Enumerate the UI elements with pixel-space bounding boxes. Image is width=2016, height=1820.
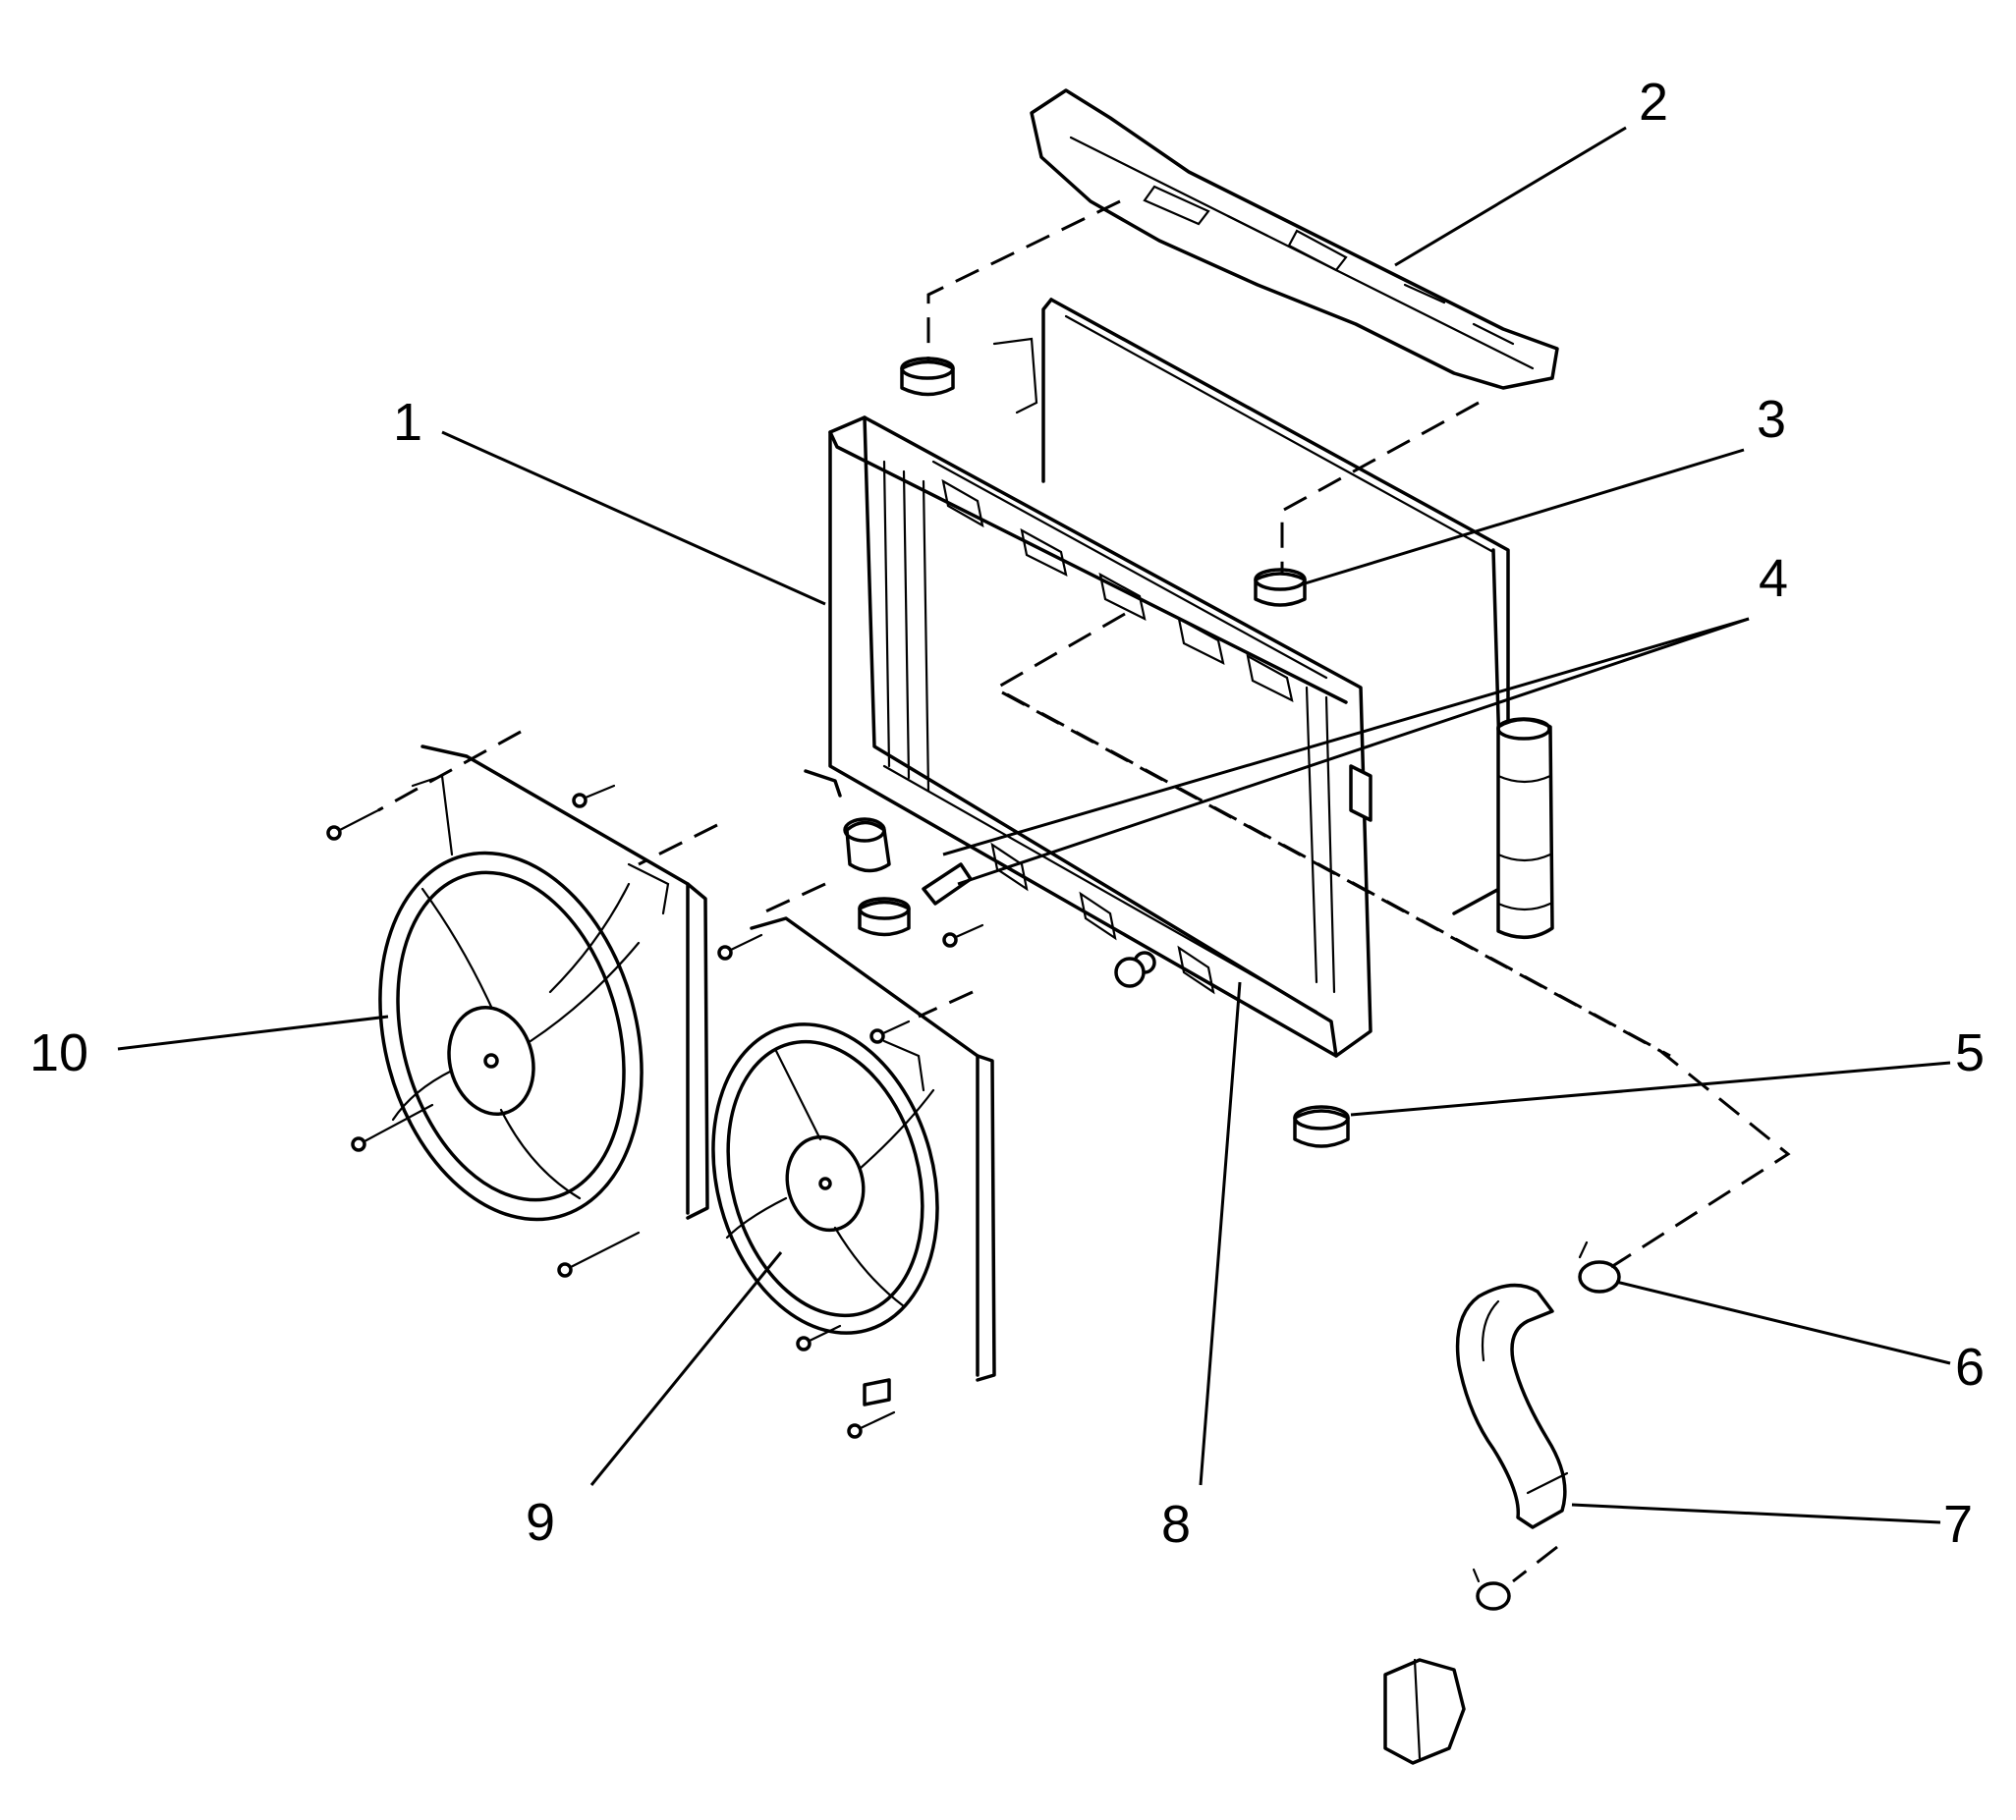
callout-8: 8	[1161, 1495, 1191, 1554]
radiator	[828, 415, 1372, 1058]
mount-insulators	[858, 357, 1350, 1148]
callout-labels: 1 2 3 4 5 6 7 8 9 10	[29, 73, 1985, 1554]
callout-9: 9	[526, 1493, 555, 1552]
receiver-dryer	[1496, 717, 1554, 939]
upper-support-bracket	[1030, 88, 1559, 390]
callout-7: 7	[1943, 1495, 1973, 1554]
right-fan-shroud	[711, 916, 996, 1406]
fastener-bolts	[326, 784, 984, 1439]
alignment-dash-lines	[377, 199, 1791, 1583]
hose-clamps	[1472, 1241, 1621, 1611]
engine-outlet-fitting	[1383, 1658, 1466, 1765]
callout-1: 1	[393, 393, 422, 452]
lower-radiator-hose	[1455, 1283, 1569, 1529]
radiator-outlet-fittings	[804, 769, 973, 906]
callout-2: 2	[1639, 73, 1668, 132]
callout-3: 3	[1757, 390, 1786, 449]
callout-leader-lines	[117, 126, 1951, 1524]
callout-10: 10	[29, 1023, 88, 1082]
left-fan-shroud	[378, 745, 709, 1222]
callout-4: 4	[1759, 549, 1788, 608]
callout-6: 6	[1955, 1338, 1985, 1397]
callout-5: 5	[1955, 1023, 1985, 1082]
